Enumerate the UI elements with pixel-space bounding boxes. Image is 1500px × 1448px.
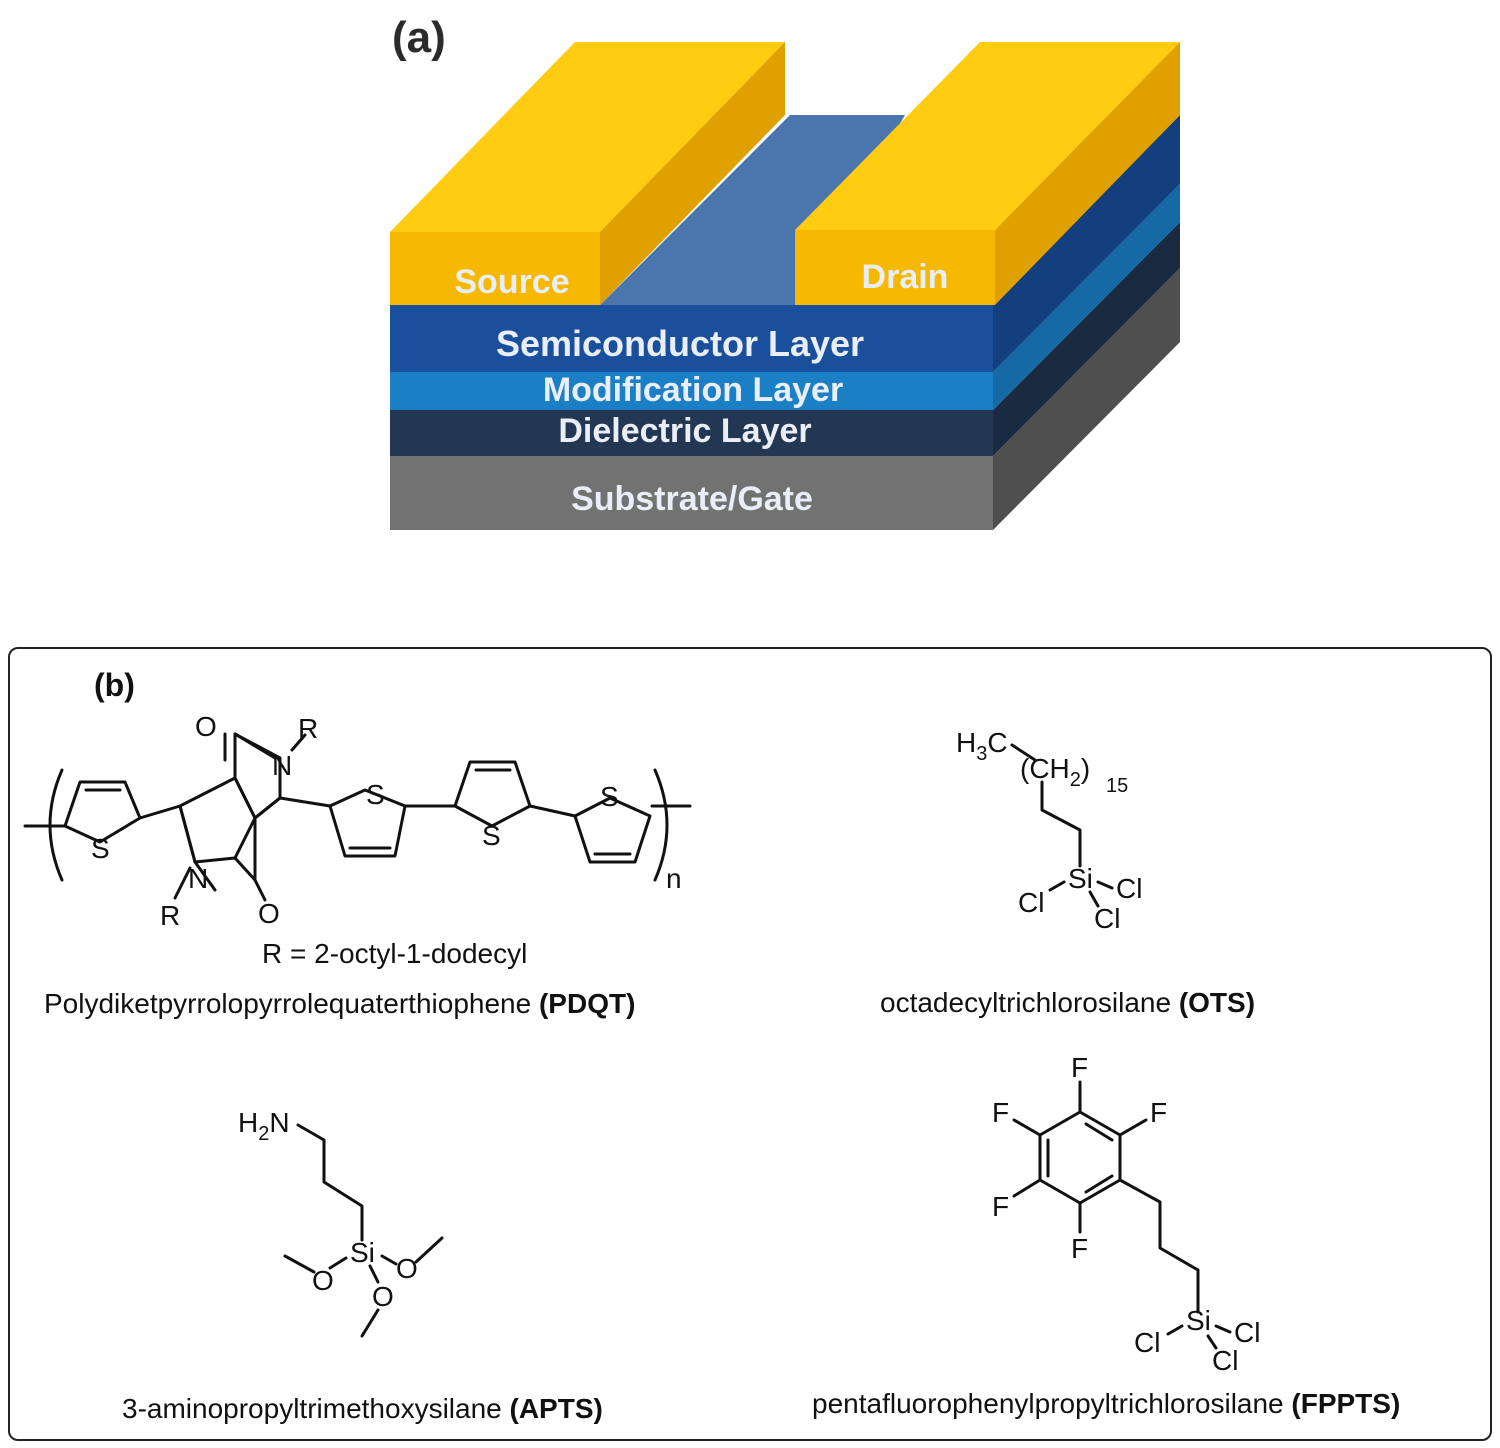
fppts-si: Si bbox=[1186, 1305, 1211, 1336]
fppts-f-lower-left: F bbox=[992, 1191, 1009, 1222]
pdqt-s2: S bbox=[366, 779, 385, 810]
apts-h2n: H2N bbox=[238, 1107, 290, 1145]
ots-cl-left: Cl bbox=[1018, 887, 1044, 918]
modification-layer: Modification Layer bbox=[390, 184, 1180, 410]
ots-ch2: (CH2) bbox=[1020, 753, 1090, 791]
fppts-structure: F F F F F Si Cl Cl Cl pentafluorophenylp… bbox=[812, 1052, 1400, 1419]
ofet-device-diagram: (a) Substrate/Gate Dielectric Layer Modi… bbox=[390, 13, 1180, 530]
pdqt-name: Polydiketpyrrolopyrrolequaterthiophene (… bbox=[44, 988, 635, 1019]
semiconductor-layer: Semiconductor Layer bbox=[390, 115, 1180, 372]
semiconductor-label: Semiconductor Layer bbox=[496, 323, 864, 364]
fppts-f-upper-left: F bbox=[992, 1097, 1009, 1128]
apts-name: 3-aminopropyltrimethoxysilane (APTS) bbox=[122, 1393, 603, 1424]
modification-label: Modification Layer bbox=[543, 371, 843, 409]
pdqt-o-bottom: O bbox=[258, 898, 280, 929]
pdqt-s3: S bbox=[482, 820, 501, 851]
source-label: Source bbox=[454, 263, 569, 301]
substrate-gate-layer: Substrate/Gate bbox=[390, 268, 1180, 530]
drain-electrode: Drain bbox=[795, 42, 1180, 305]
pdqt-o-top: O bbox=[195, 711, 217, 742]
drain-label: Drain bbox=[862, 258, 949, 296]
apts-o-left: O bbox=[312, 1265, 334, 1296]
apts-structure: H2N Si O O O 3-aminopropyltrimethoxysila… bbox=[122, 1107, 603, 1424]
dielectric-layer: Dielectric Layer bbox=[390, 222, 1180, 456]
dielectric-label: Dielectric Layer bbox=[558, 412, 811, 450]
panel-b-label: (b) bbox=[94, 667, 135, 703]
pdqt-r-bottom: R bbox=[160, 900, 180, 931]
ots-repeat: 15 bbox=[1106, 775, 1128, 797]
apts-o-bottom: O bbox=[372, 1281, 394, 1312]
fppts-cl-right: Cl bbox=[1234, 1317, 1260, 1348]
fppts-f-upper-right: F bbox=[1150, 1097, 1167, 1128]
panel-a-label: (a) bbox=[392, 13, 446, 62]
ots-si: Si bbox=[1068, 863, 1093, 894]
ots-cl-right: Cl bbox=[1116, 873, 1142, 904]
substrate-gate-label: Substrate/Gate bbox=[571, 480, 813, 518]
pdqt-n-bottom: N bbox=[188, 863, 208, 894]
fppts-cl-bottom: Cl bbox=[1212, 1345, 1238, 1376]
fppts-name: pentafluorophenylpropyltrichlorosilane (… bbox=[812, 1388, 1400, 1419]
source-electrode: Source bbox=[390, 42, 785, 305]
ots-name: octadecyltrichlorosilane (OTS) bbox=[880, 987, 1255, 1018]
fppts-cl-left: Cl bbox=[1134, 1327, 1160, 1358]
pdqt-s4: S bbox=[600, 781, 619, 812]
pdqt-n: n bbox=[666, 863, 682, 894]
fppts-f-bottom: F bbox=[1071, 1233, 1088, 1264]
pdqt-n-top: N bbox=[272, 750, 292, 781]
fppts-f-top: F bbox=[1071, 1052, 1088, 1083]
pdqt-structure: n S O N R N R O S S bbox=[23, 711, 692, 1019]
chemical-structures-panel bbox=[8, 647, 1492, 1441]
ots-cl-bottom: Cl bbox=[1094, 903, 1120, 934]
ots-h3c: H3C bbox=[956, 727, 1008, 765]
ots-structure: H3C (CH2) 15 Si Cl Cl Cl octadecyltrichl… bbox=[880, 727, 1255, 1018]
pdqt-r-definition: R = 2-octyl-1-dodecyl bbox=[262, 938, 527, 969]
pdqt-r-top: R bbox=[298, 713, 318, 744]
apts-si: Si bbox=[350, 1237, 375, 1268]
apts-o-right: O bbox=[396, 1253, 418, 1284]
pdqt-s1: S bbox=[91, 833, 110, 864]
